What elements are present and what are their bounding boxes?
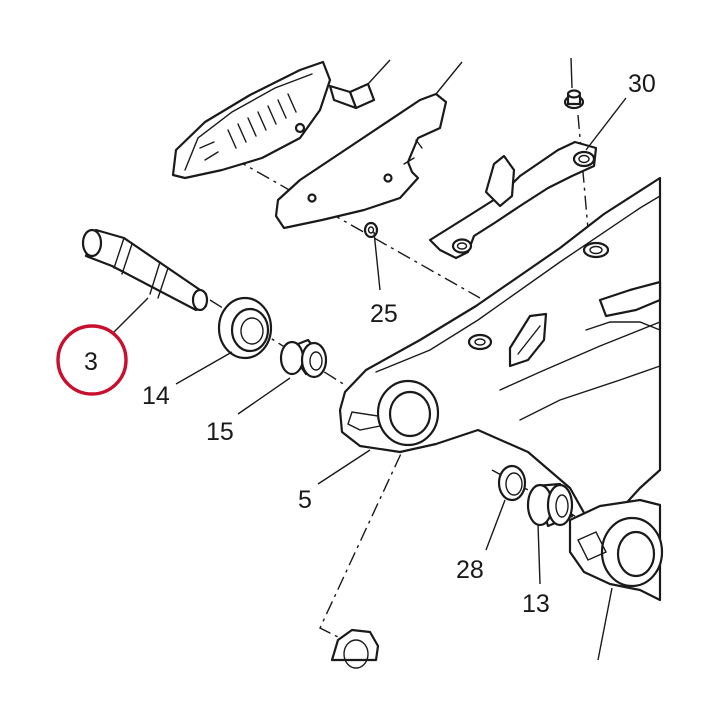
callout-13: 13 (522, 590, 550, 618)
callout-labels: 3 14 15 25 5 28 13 30 (84, 70, 656, 618)
snap-ring-part (497, 464, 527, 502)
bolt-part (328, 59, 391, 110)
bushing-part (279, 338, 328, 379)
callout-30: 30 (628, 70, 656, 98)
lower-seal-ring-part (330, 628, 380, 669)
small-washer-part (363, 221, 379, 239)
swingarm-part (338, 176, 664, 602)
callout-14: 14 (142, 382, 170, 410)
leader-lines (113, 97, 627, 661)
callout-5: 5 (298, 486, 312, 514)
callout-28: 28 (456, 556, 484, 584)
screw-part (563, 57, 585, 110)
callout-3: 3 (84, 348, 98, 376)
seal-ring-part (217, 296, 273, 360)
callout-25: 25 (370, 300, 398, 328)
highlight-ring (56, 324, 128, 396)
callout-15: 15 (206, 418, 234, 446)
chain-guard-plate-part (274, 61, 463, 230)
needle-bearing-part (526, 482, 574, 528)
pivot-shaft-part (81, 228, 209, 312)
bracket-part (428, 140, 598, 260)
rear-guard-part (171, 60, 332, 180)
